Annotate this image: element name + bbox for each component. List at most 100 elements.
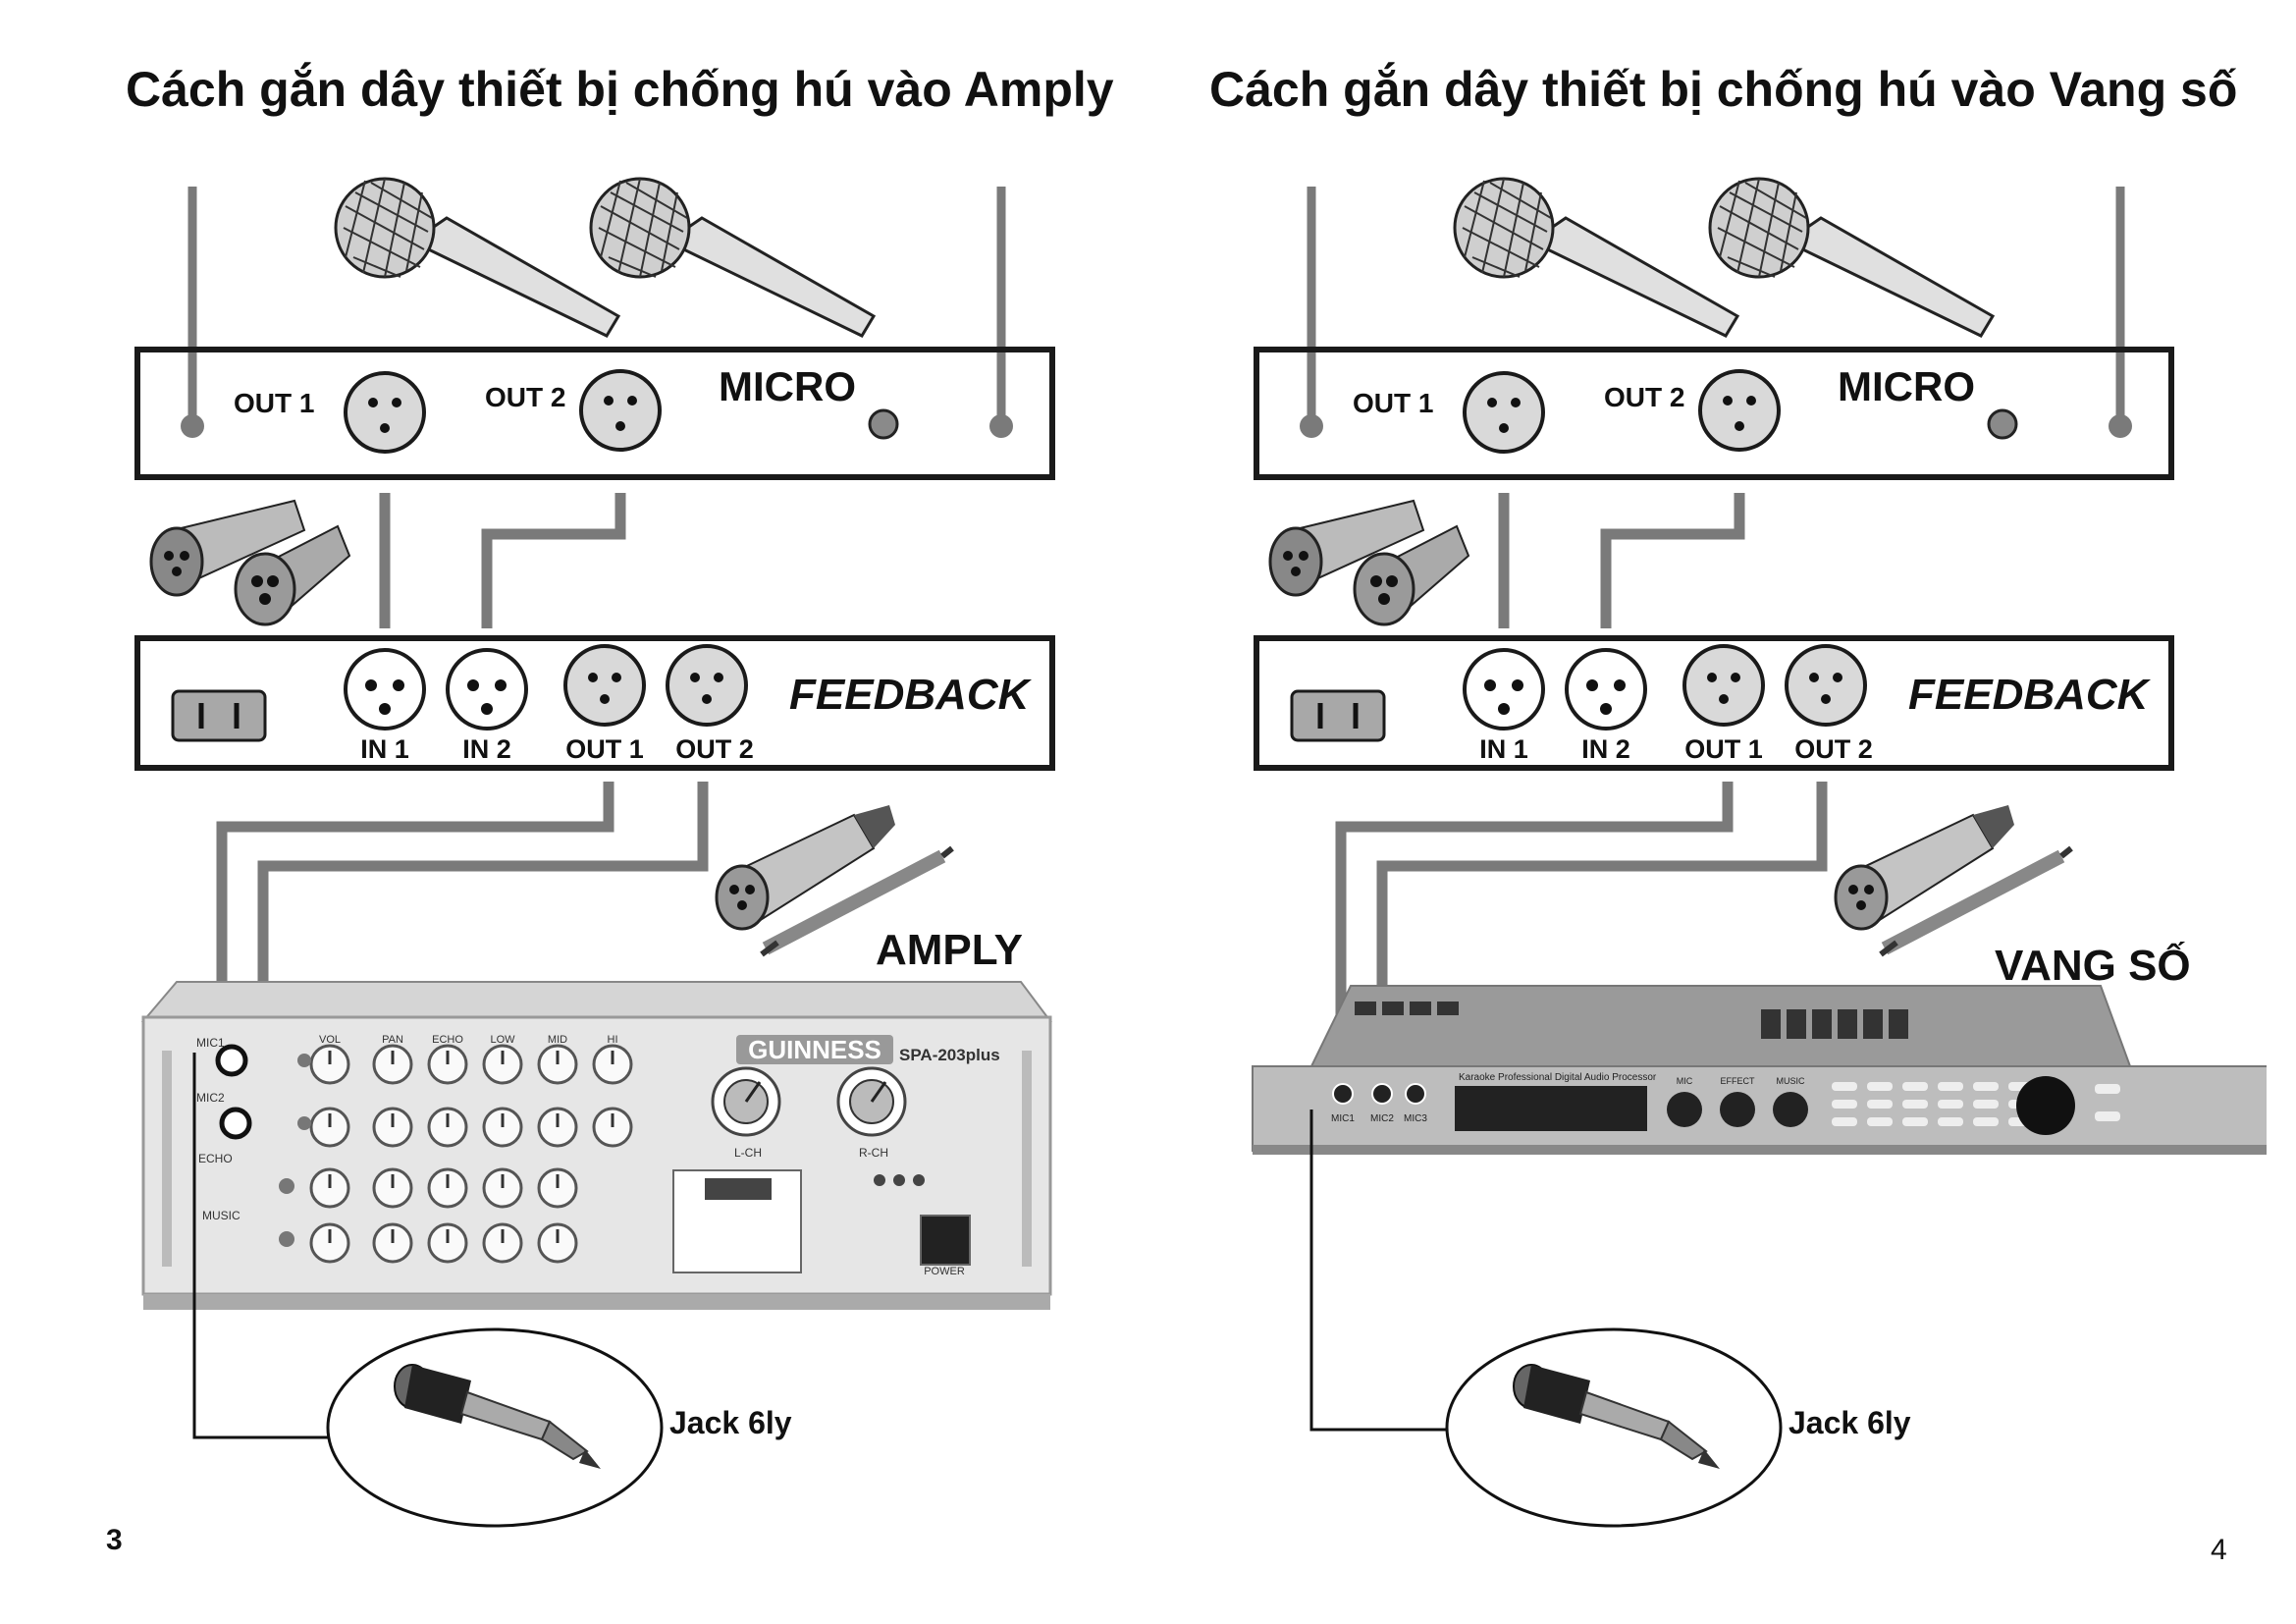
preset-button <box>1832 1100 1857 1109</box>
feedback-label: FEEDBACK <box>1908 671 2152 719</box>
xlr-connector-icon <box>446 648 528 731</box>
cable <box>1335 782 1734 1094</box>
micro-out2-label: OUT 2 <box>1604 382 1684 412</box>
xlr-connector-icon <box>344 371 426 454</box>
xlr-to-jack-cable-icon <box>715 805 954 957</box>
preset-button <box>1867 1100 1893 1109</box>
knob-label: HI <box>608 1034 618 1046</box>
vang-mic-label: MIC1 <box>1331 1113 1355 1124</box>
antenna-tip <box>989 414 1013 438</box>
micro-out1-label: OUT 1 <box>234 388 314 418</box>
karaoke-processor-device: MIC1 MIC2 MIC3 Karaoke Professional Digi… <box>1252 985 2267 1155</box>
mic2-jack <box>1371 1083 1393 1105</box>
knob-label: EFFECT <box>1721 1076 1756 1086</box>
amp-row-label: MIC2 <box>196 1091 225 1105</box>
knob-label: VOL <box>319 1034 341 1046</box>
xlr-connector-icon <box>563 644 646 727</box>
mic1-jack <box>215 1044 248 1077</box>
page-vang-so: Cách gắn dây thiết bị chống hú vào Vang … <box>1119 0 2267 1624</box>
page-number: 4 <box>2211 1534 2227 1566</box>
mic3-jack <box>1405 1083 1426 1105</box>
amp-row-label: MUSIC <box>202 1209 240 1222</box>
feedback-suppressor-panel <box>1254 635 2174 771</box>
power-socket-icon <box>1290 689 1386 742</box>
device-label: AMPLY <box>876 926 1023 974</box>
antenna-tip <box>2109 414 2132 438</box>
jack-6ly-adapter-icon <box>1513 1364 1720 1469</box>
preset-button <box>1902 1117 1928 1126</box>
xlr-plug-pair-icon <box>1268 499 1470 626</box>
preset-button-grid <box>1832 1082 2034 1126</box>
device-label: VANG SỐ <box>1995 940 2191 990</box>
preset-button <box>1973 1100 1999 1109</box>
antenna-tip <box>181 414 204 438</box>
fb-in2-label: IN 2 <box>1581 734 1630 764</box>
knob-label: MID <box>548 1034 567 1046</box>
cable-jack <box>1309 1110 1449 1432</box>
fb-in1-label: IN 1 <box>360 734 409 764</box>
knob-mic <box>1667 1092 1702 1127</box>
micro-label: MICRO <box>719 363 856 409</box>
feedback-label: FEEDBACK <box>789 671 1033 719</box>
knob-label: MIC <box>1677 1076 1693 1086</box>
knob-music <box>1773 1092 1808 1127</box>
knob-effect <box>1720 1092 1755 1127</box>
xlr-connector-icon <box>1785 644 1867 727</box>
knob-label: ECHO <box>432 1034 463 1046</box>
preset-button <box>1867 1117 1893 1126</box>
jack-6ly-adapter-icon <box>394 1364 601 1469</box>
jack-callout <box>1445 1327 1783 1528</box>
micro-label: MICRO <box>1838 363 1975 409</box>
fb-in2-label: IN 2 <box>462 734 511 764</box>
power-label: POWER <box>924 1266 965 1277</box>
xlr-connector-icon <box>1698 369 1781 452</box>
knob-label: PAN <box>382 1034 403 1046</box>
amp-row-label: MIC1 <box>196 1036 225 1050</box>
microphone-icon <box>589 177 877 338</box>
fb-out1-label: OUT 1 <box>1684 734 1763 764</box>
vang-title: Karaoke Professional Digital Audio Proce… <box>1459 1072 1657 1083</box>
vang-mic-label: MIC2 <box>1370 1113 1394 1124</box>
page-title: Cách gắn dây thiết bị chống hú vào Vang … <box>1209 62 2238 117</box>
microphone-icon <box>1453 177 1740 338</box>
jack-callout <box>326 1327 664 1528</box>
cable <box>216 782 614 1049</box>
display-screen <box>1455 1086 1647 1131</box>
preset-button <box>1902 1100 1928 1109</box>
xlr-connector-icon <box>579 369 662 452</box>
page-title: Cách gắn dây thiết bị chống hú vào Amply <box>126 62 1114 117</box>
feedback-suppressor-panel <box>134 635 1055 771</box>
wiring-diagram-vang-so: OUT 1 OUT 2 MICRO <box>1252 177 2267 1528</box>
microphone-icon <box>334 177 621 338</box>
preset-button <box>1938 1082 1963 1091</box>
page-amply: Cách gắn dây thiết bị chống hú vào Amply… <box>126 62 1114 1528</box>
mic2-jack <box>219 1107 252 1140</box>
preset-button <box>1938 1117 1963 1126</box>
fb-in1-label: IN 1 <box>1479 734 1528 764</box>
xlr-connector-icon <box>666 644 748 727</box>
jack-label: Jack 6ly <box>1789 1405 1911 1440</box>
jack-label: Jack 6ly <box>669 1405 792 1440</box>
brand-logo: GUINNESS <box>748 1035 881 1064</box>
micro-out1-label: OUT 1 <box>1353 388 1433 418</box>
master-knob <box>2016 1076 2075 1135</box>
model-label: SPA-203plus <box>899 1046 1000 1064</box>
channel-label: L-CH <box>734 1146 762 1160</box>
xlr-to-jack-cable-icon <box>1834 805 2073 957</box>
fb-out2-label: OUT 2 <box>1794 734 1873 764</box>
fb-out2-label: OUT 2 <box>675 734 754 764</box>
knob-label: LOW <box>490 1034 515 1046</box>
micro-receiver-panel <box>1254 347 2174 480</box>
cable <box>1376 782 1828 1094</box>
brand-plate <box>736 1035 893 1064</box>
preset-button <box>1832 1117 1857 1126</box>
power-led-icon <box>1987 408 2018 440</box>
micro-out2-label: OUT 2 <box>485 382 565 412</box>
fb-out1-label: OUT 1 <box>565 734 644 764</box>
channel-label: R-CH <box>859 1146 888 1160</box>
xlr-connector-icon <box>1565 648 1647 731</box>
amp-row-label: ECHO <box>198 1152 233 1165</box>
amp-knob-grid <box>309 1044 633 1264</box>
preset-button <box>1832 1082 1857 1091</box>
cable-jack <box>192 1053 330 1439</box>
